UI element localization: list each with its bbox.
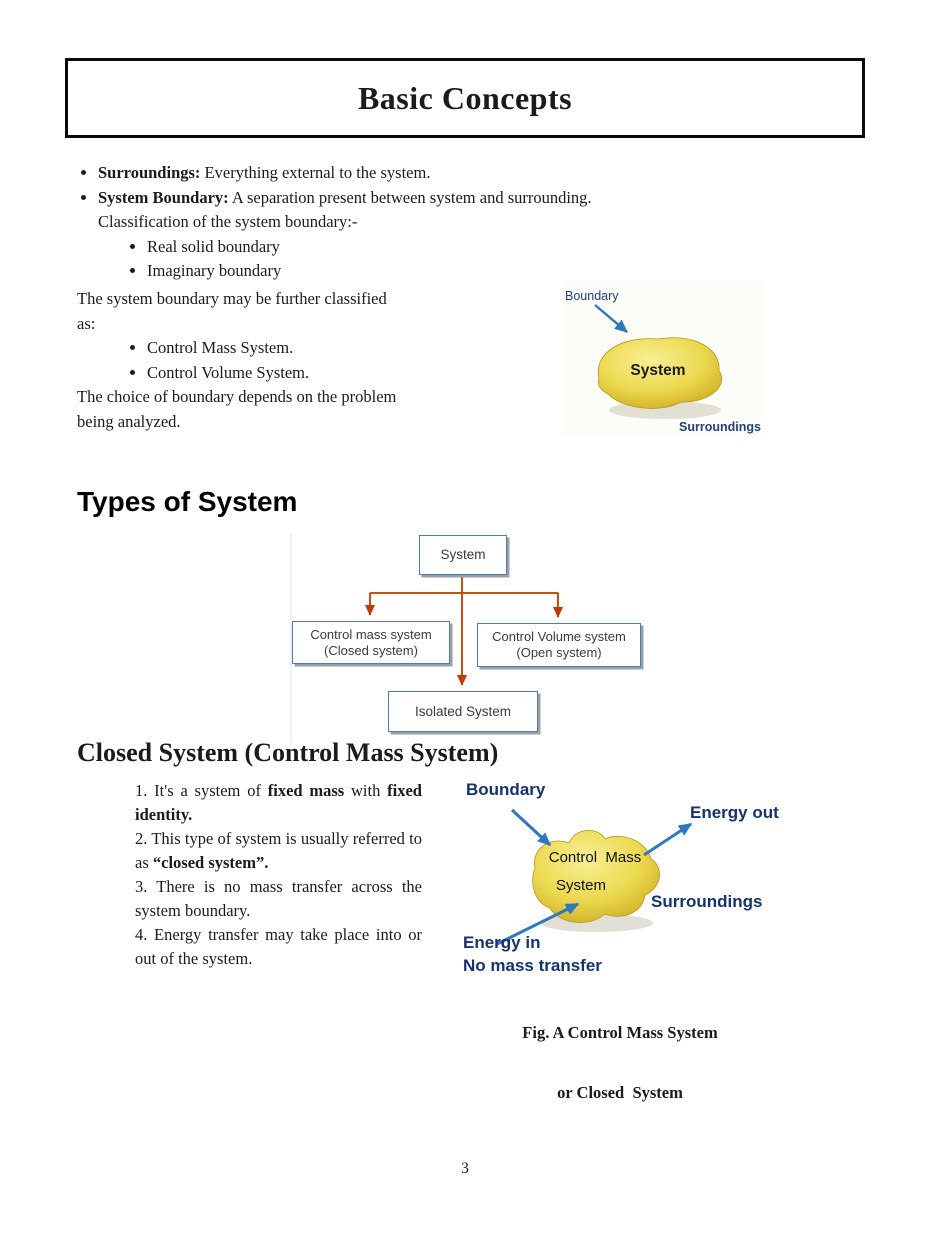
- numbered-item-4: 4. Energy transfer may take place into o…: [135, 925, 422, 968]
- bullet-label: System Boundary:: [98, 187, 229, 207]
- flowchart-box-control-mass: Control mass system (Closed system): [292, 621, 450, 664]
- flowchart-connectors: [290, 533, 563, 743]
- item2-text: 2. This type of system is usually referr…: [135, 829, 422, 872]
- control-mass-line1: Control mass system: [310, 626, 432, 642]
- control-mass-graphic: [496, 808, 693, 946]
- item2-bold: “closed system”.: [152, 853, 269, 872]
- closed-system-list: 1. It's a system of fixed mass with fixe…: [135, 779, 422, 971]
- boundary-label: Boundary: [565, 289, 619, 303]
- boundary-arrow: [510, 808, 552, 847]
- item1-text2: with: [344, 781, 388, 800]
- item1-text: 1. It's a system of: [135, 781, 268, 800]
- choice-line1: The choice of boundary depends on the pr…: [77, 387, 397, 407]
- energy-out-arrow: [643, 822, 693, 857]
- types-of-system-heading: Types of System: [77, 486, 298, 517]
- system-blob-graphic: [594, 304, 723, 419]
- classification-line: Classification of the system boundary:-: [98, 212, 358, 232]
- flowchart-box-control-volume: Control Volume system (Open system): [477, 623, 641, 667]
- caption-line2: or Closed System: [557, 1083, 683, 1102]
- isolated-system-label: Isolated System: [414, 703, 512, 719]
- bullet-label: Surroundings:: [98, 163, 201, 182]
- closed-system-heading: Closed System (Control Mass System): [77, 738, 499, 767]
- title-box: Basic Concepts: [65, 58, 865, 138]
- flowchart-system-label: System: [440, 547, 486, 562]
- energy-in-label: Energy in: [463, 933, 541, 952]
- choice-line2: being analyzed.: [77, 411, 181, 431]
- control-mass-figure: Boundary Energy out Control Mass System …: [455, 776, 875, 978]
- caption-line1: Fig. A Control Mass System: [522, 1023, 718, 1042]
- figure-caption: Fig. A Control Mass System or Closed Sys…: [455, 983, 785, 1143]
- control-volume-line1: Control Volume system: [492, 629, 626, 644]
- classified-line2: as:: [77, 313, 96, 333]
- bullet-text: Everything external to the system.: [200, 163, 431, 182]
- boundary-type-list: Real solid boundary Imaginary boundary: [98, 235, 817, 284]
- energy-in-arrow: [496, 902, 580, 946]
- types-flowchart: System Control mass system (Closed syste…: [285, 531, 643, 745]
- bullet-imaginary: Imaginary boundary: [147, 259, 817, 284]
- flowchart-box-system: System: [419, 535, 507, 575]
- system-blob: [597, 337, 723, 409]
- classification-paragraph: The system boundary may be further class…: [77, 287, 467, 435]
- flowchart-box-isolated: Isolated System: [388, 691, 538, 732]
- intro-bullet-list: Surroundings: Everything external to the…: [77, 161, 817, 284]
- boundary-arrow: [594, 304, 628, 333]
- bullet-control-volume: Control Volume System.: [147, 361, 467, 386]
- bullet-control-mass: Control Mass System.: [147, 336, 467, 361]
- surroundings-label: Surroundings: [651, 892, 763, 911]
- item1-bold2: fixed identity.: [135, 781, 422, 824]
- boundary-label: Boundary: [466, 780, 546, 799]
- control-mass-text: Control Mass: [548, 849, 642, 866]
- control-volume-line2: (Open system): [516, 645, 602, 660]
- energy-out-label: Energy out: [690, 803, 779, 822]
- system-label: System: [630, 362, 686, 379]
- numbered-item-1: 1. It's a system of fixed mass with fixe…: [135, 779, 422, 827]
- system-figure: Boundary System Surroundings: [563, 281, 763, 435]
- control-mass-line2: (Closed system): [324, 642, 418, 658]
- system-text: System: [555, 877, 606, 894]
- classified-line1: The system boundary may be further class…: [77, 289, 387, 308]
- item1-bold1: fixed mass: [267, 781, 345, 800]
- bullet-surroundings: Surroundings: Everything external to the…: [98, 161, 817, 186]
- control-mass-blob: [532, 830, 660, 923]
- no-mass-transfer-label: No mass transfer: [463, 956, 602, 975]
- intro-section: Surroundings: Everything external to the…: [77, 161, 817, 284]
- numbered-item-2: 2. This type of system is usually referr…: [135, 827, 422, 875]
- page-title: Basic Concepts: [357, 79, 573, 116]
- system-kind-list: Control Mass System. Control Volume Syst…: [77, 336, 467, 385]
- numbered-item-3: 3. There is no mass transfer across the …: [135, 877, 422, 920]
- page-number: 3: [461, 1160, 469, 1177]
- bullet-real-solid: Real solid boundary: [147, 235, 817, 260]
- bullet-text: A separation present between system and …: [228, 187, 592, 207]
- surroundings-label: Surroundings: [679, 420, 761, 434]
- bullet-system-boundary: System Boundary: A separation present be…: [98, 186, 817, 284]
